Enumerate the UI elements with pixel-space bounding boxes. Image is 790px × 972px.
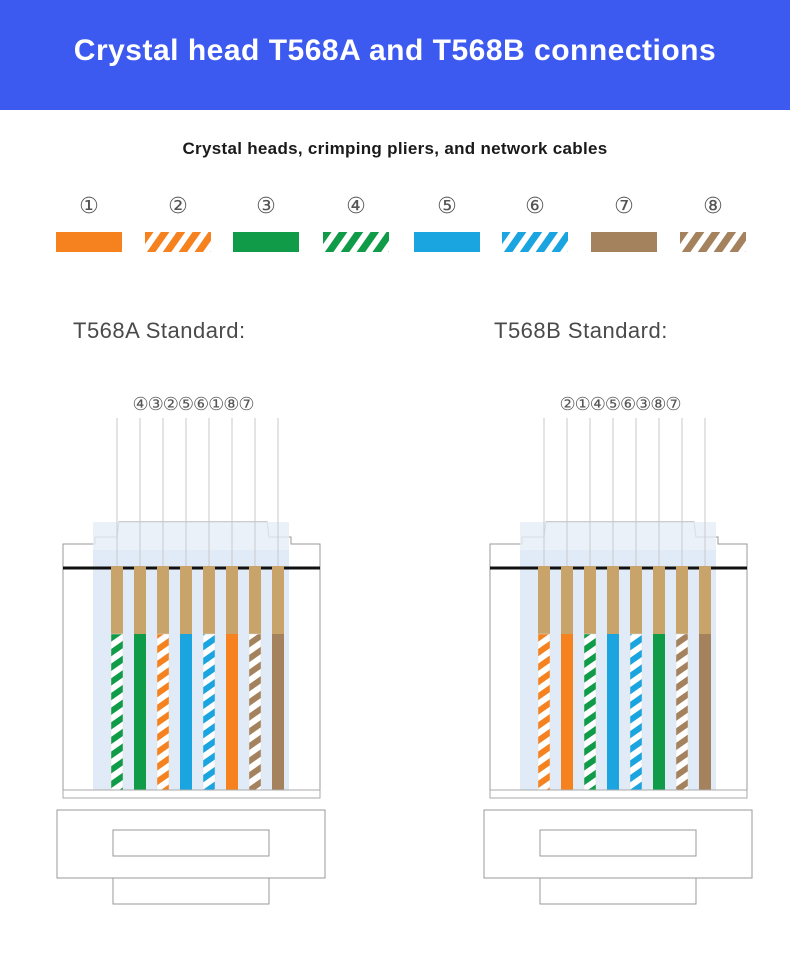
connector-top — [93, 522, 289, 550]
color-code-number: ② — [168, 194, 188, 219]
gold-contact — [630, 566, 642, 634]
color-code-item: ⑤ — [414, 190, 480, 260]
t568b-pin-order: ②①④⑤⑥③⑧⑦ — [559, 394, 681, 415]
wire-8 — [248, 633, 262, 795]
connector-ledge — [62, 789, 321, 799]
gold-contact — [538, 566, 550, 634]
wire-6 — [629, 633, 643, 795]
subtitle: Crystal heads, crimping pliers, and netw… — [182, 139, 608, 158]
color-code-item: ⑦ — [591, 190, 657, 260]
color-code-item: ① — [56, 190, 122, 260]
gold-contact — [653, 566, 665, 634]
swatch-brown-white-striped — [680, 232, 746, 252]
gold-contact — [249, 566, 261, 634]
gold-contact — [584, 566, 596, 634]
color-code-number: ⑥ — [525, 194, 545, 219]
wire-3 — [653, 634, 665, 794]
connector-top — [520, 522, 716, 550]
color-code-number: ⑧ — [703, 194, 723, 219]
gold-contact — [699, 566, 711, 634]
color-code-number: ⑤ — [437, 194, 457, 219]
swatch-orange — [56, 232, 122, 252]
latch-tab — [539, 877, 697, 905]
t568a-pin-order: ④③②⑤⑥①⑧⑦ — [132, 394, 254, 415]
color-code-number: ⑦ — [614, 194, 634, 219]
color-code-item: ② — [145, 190, 211, 260]
color-code-item: ④ — [323, 190, 389, 260]
connector-ledge — [489, 789, 748, 799]
swatch-brown — [591, 232, 657, 252]
wire-1 — [226, 634, 238, 794]
wire-8 — [675, 633, 689, 795]
latch-window — [539, 829, 697, 857]
gold-contact — [226, 566, 238, 634]
wire-3 — [134, 634, 146, 794]
gold-contact — [134, 566, 146, 634]
latch-window — [112, 829, 270, 857]
color-code-item: ③ — [233, 190, 299, 260]
gold-contact — [111, 566, 123, 634]
wire-1 — [561, 634, 573, 794]
wire-5 — [180, 634, 192, 794]
t568a-standard-label: T568A Standard: — [73, 318, 246, 343]
wire-2 — [156, 633, 170, 795]
color-code-item: ⑥ — [502, 190, 568, 260]
t568b-standard-label: T568B Standard: — [494, 318, 668, 343]
color-code-number: ④ — [346, 194, 366, 219]
swatch-green — [233, 232, 299, 252]
color-code-number: ① — [79, 194, 99, 219]
swatch-blue-white-striped — [502, 232, 568, 252]
color-code-number: ③ — [256, 194, 276, 219]
gold-contact — [272, 566, 284, 634]
wire-4 — [110, 633, 124, 795]
wire-7 — [699, 634, 711, 794]
color-code-legend: ① ② ③ ④ ⑤ ⑥ ⑦ ⑧ — [0, 190, 790, 260]
t568b-rj45-connector — [483, 418, 753, 905]
gold-contact — [607, 566, 619, 634]
wire-6 — [202, 633, 216, 795]
latch-tab — [112, 877, 270, 905]
wire-4 — [583, 633, 597, 795]
wire-2 — [537, 633, 551, 795]
gold-contact — [203, 566, 215, 634]
swatch-orange-white-striped — [145, 232, 211, 252]
gold-contact — [157, 566, 169, 634]
wire-5 — [607, 634, 619, 794]
color-code-item: ⑧ — [680, 190, 746, 260]
gold-contact — [561, 566, 573, 634]
gold-contact — [676, 566, 688, 634]
t568a-rj45-connector — [56, 418, 326, 905]
page-title: Crystal head T568A and T568B connections — [73, 34, 717, 67]
header-banner: Crystal head T568A and T568B connections — [0, 0, 790, 110]
swatch-blue — [414, 232, 480, 252]
wire-7 — [272, 634, 284, 794]
gold-contact — [180, 566, 192, 634]
swatch-green-white-striped — [323, 232, 389, 252]
